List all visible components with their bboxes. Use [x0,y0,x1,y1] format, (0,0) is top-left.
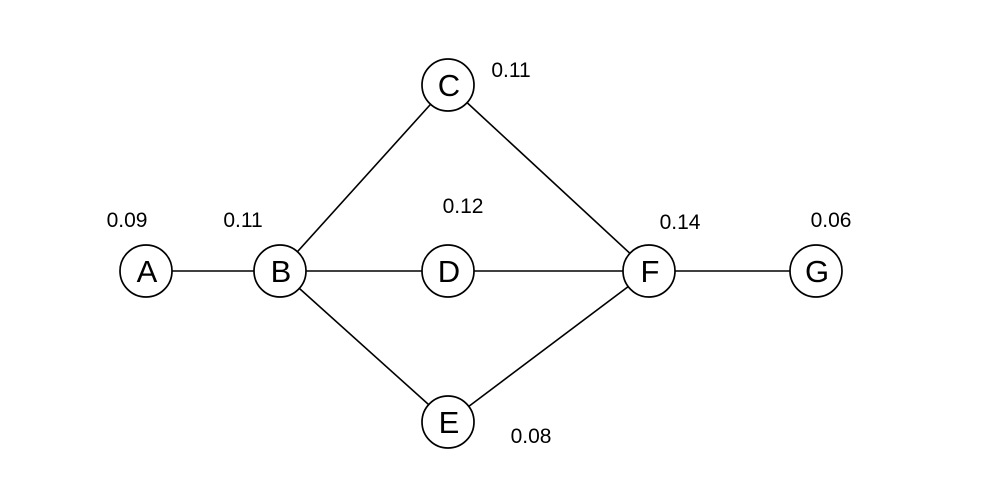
node-F-circle [622,244,676,298]
node-C-value: 0.11 [491,59,530,82]
node-E-value: 0.08 [511,425,552,448]
node-F-value: 0.14 [660,211,701,234]
node-B-label: B [271,254,292,289]
node-A: A 0.09 [107,209,173,298]
node-A-circle [119,244,173,298]
node-C-circle [421,58,475,112]
node-G: G 0.06 [789,209,852,298]
node-B: B 0.11 [223,209,307,298]
node-F-label: F [641,254,660,289]
edge-B-E [279,270,449,423]
node-F: F 0.14 [622,211,701,298]
edge-layer [146,84,816,423]
node-D-circle [421,244,475,298]
node-G-value: 0.06 [811,209,852,232]
node-E: E 0.08 [421,395,552,449]
edge-E-F [447,270,650,423]
node-G-label: G [805,254,829,289]
node-A-label: A [137,254,158,289]
node-G-circle [789,244,843,298]
node-E-circle [421,395,475,449]
node-A-value: 0.09 [107,209,148,232]
node-D: D 0.12 [421,195,484,298]
node-layer: A 0.09 B 0.11 C 0.11 D 0.12 E 0. [107,58,852,449]
edge-C-F [447,84,650,272]
node-C: C 0.11 [421,58,531,112]
edge-B-C [279,84,449,272]
node-D-value: 0.12 [443,195,484,218]
node-B-value: 0.11 [223,209,262,232]
node-B-circle [253,244,307,298]
node-C-label: C [438,68,460,103]
node-D-label: D [438,254,460,289]
node-E-label: E [439,405,460,440]
